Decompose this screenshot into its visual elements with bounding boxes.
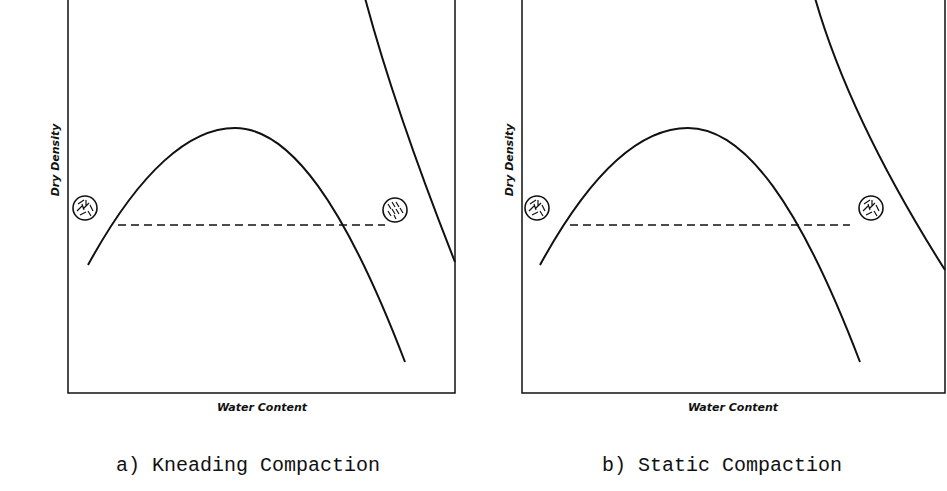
flocculated-structure-symbol xyxy=(73,196,883,220)
compaction-curve xyxy=(88,128,405,362)
equal-density-line xyxy=(570,224,850,226)
zero-air-voids-line xyxy=(365,0,455,262)
axis-title: Dry Density xyxy=(49,124,62,197)
compaction-curve xyxy=(540,128,860,362)
zero-air-voids-line xyxy=(815,0,945,270)
axis-title: Water Content xyxy=(688,401,778,414)
axis-title: Dry Density xyxy=(503,124,516,197)
dispersed-structure-symbol xyxy=(383,198,407,222)
plot-frame xyxy=(68,0,455,393)
panel-caption: a) Kneading Compaction xyxy=(116,454,380,477)
axis-title: Water Content xyxy=(217,401,307,414)
plot-frame xyxy=(522,0,945,393)
panel-caption: b) Static Compaction xyxy=(602,454,842,477)
equal-density-line xyxy=(118,224,385,226)
